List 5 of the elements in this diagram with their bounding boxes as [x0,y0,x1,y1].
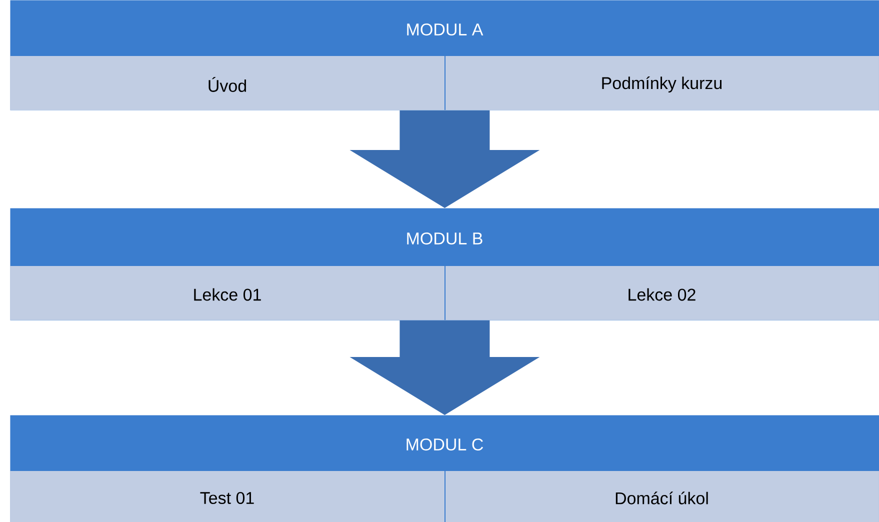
block-arrow [350,320,540,415]
module-table: MODUL C Test 01 Domácí úkol [10,415,879,522]
module-table: MODUL B Lekce 01 Lekce 02 [10,208,879,320]
module-table: MODUL A Úvod Podmínky kurzu [10,0,879,110]
block-arrow [350,110,540,208]
